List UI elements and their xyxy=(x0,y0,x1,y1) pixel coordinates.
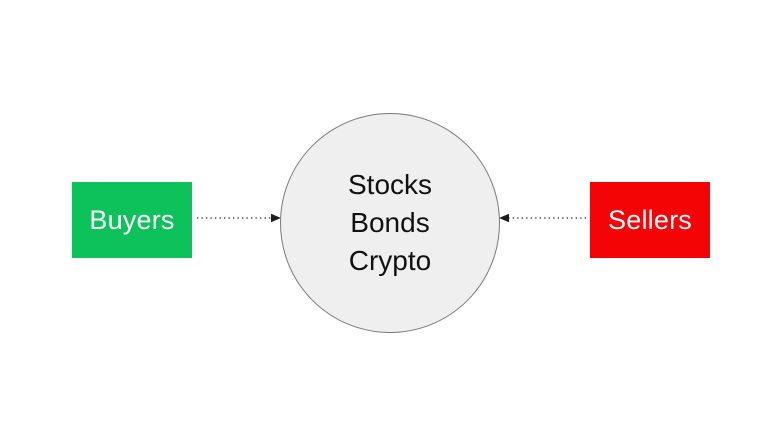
arrowhead-left-icon xyxy=(499,213,509,223)
sellers-to-market-arrow xyxy=(499,213,586,223)
market-node: Stocks Bonds Crypto xyxy=(280,113,500,333)
sellers-node: Sellers xyxy=(590,182,710,258)
market-line-stocks: Stocks xyxy=(347,169,433,200)
market-line-crypto: Crypto xyxy=(348,245,432,276)
buyers-to-market-arrow xyxy=(197,213,281,223)
sellers-label: Sellers xyxy=(608,204,692,235)
buyers-node: Buyers xyxy=(72,182,192,258)
market-line-bonds: Bonds xyxy=(350,207,430,238)
buyers-label: Buyers xyxy=(89,204,175,235)
